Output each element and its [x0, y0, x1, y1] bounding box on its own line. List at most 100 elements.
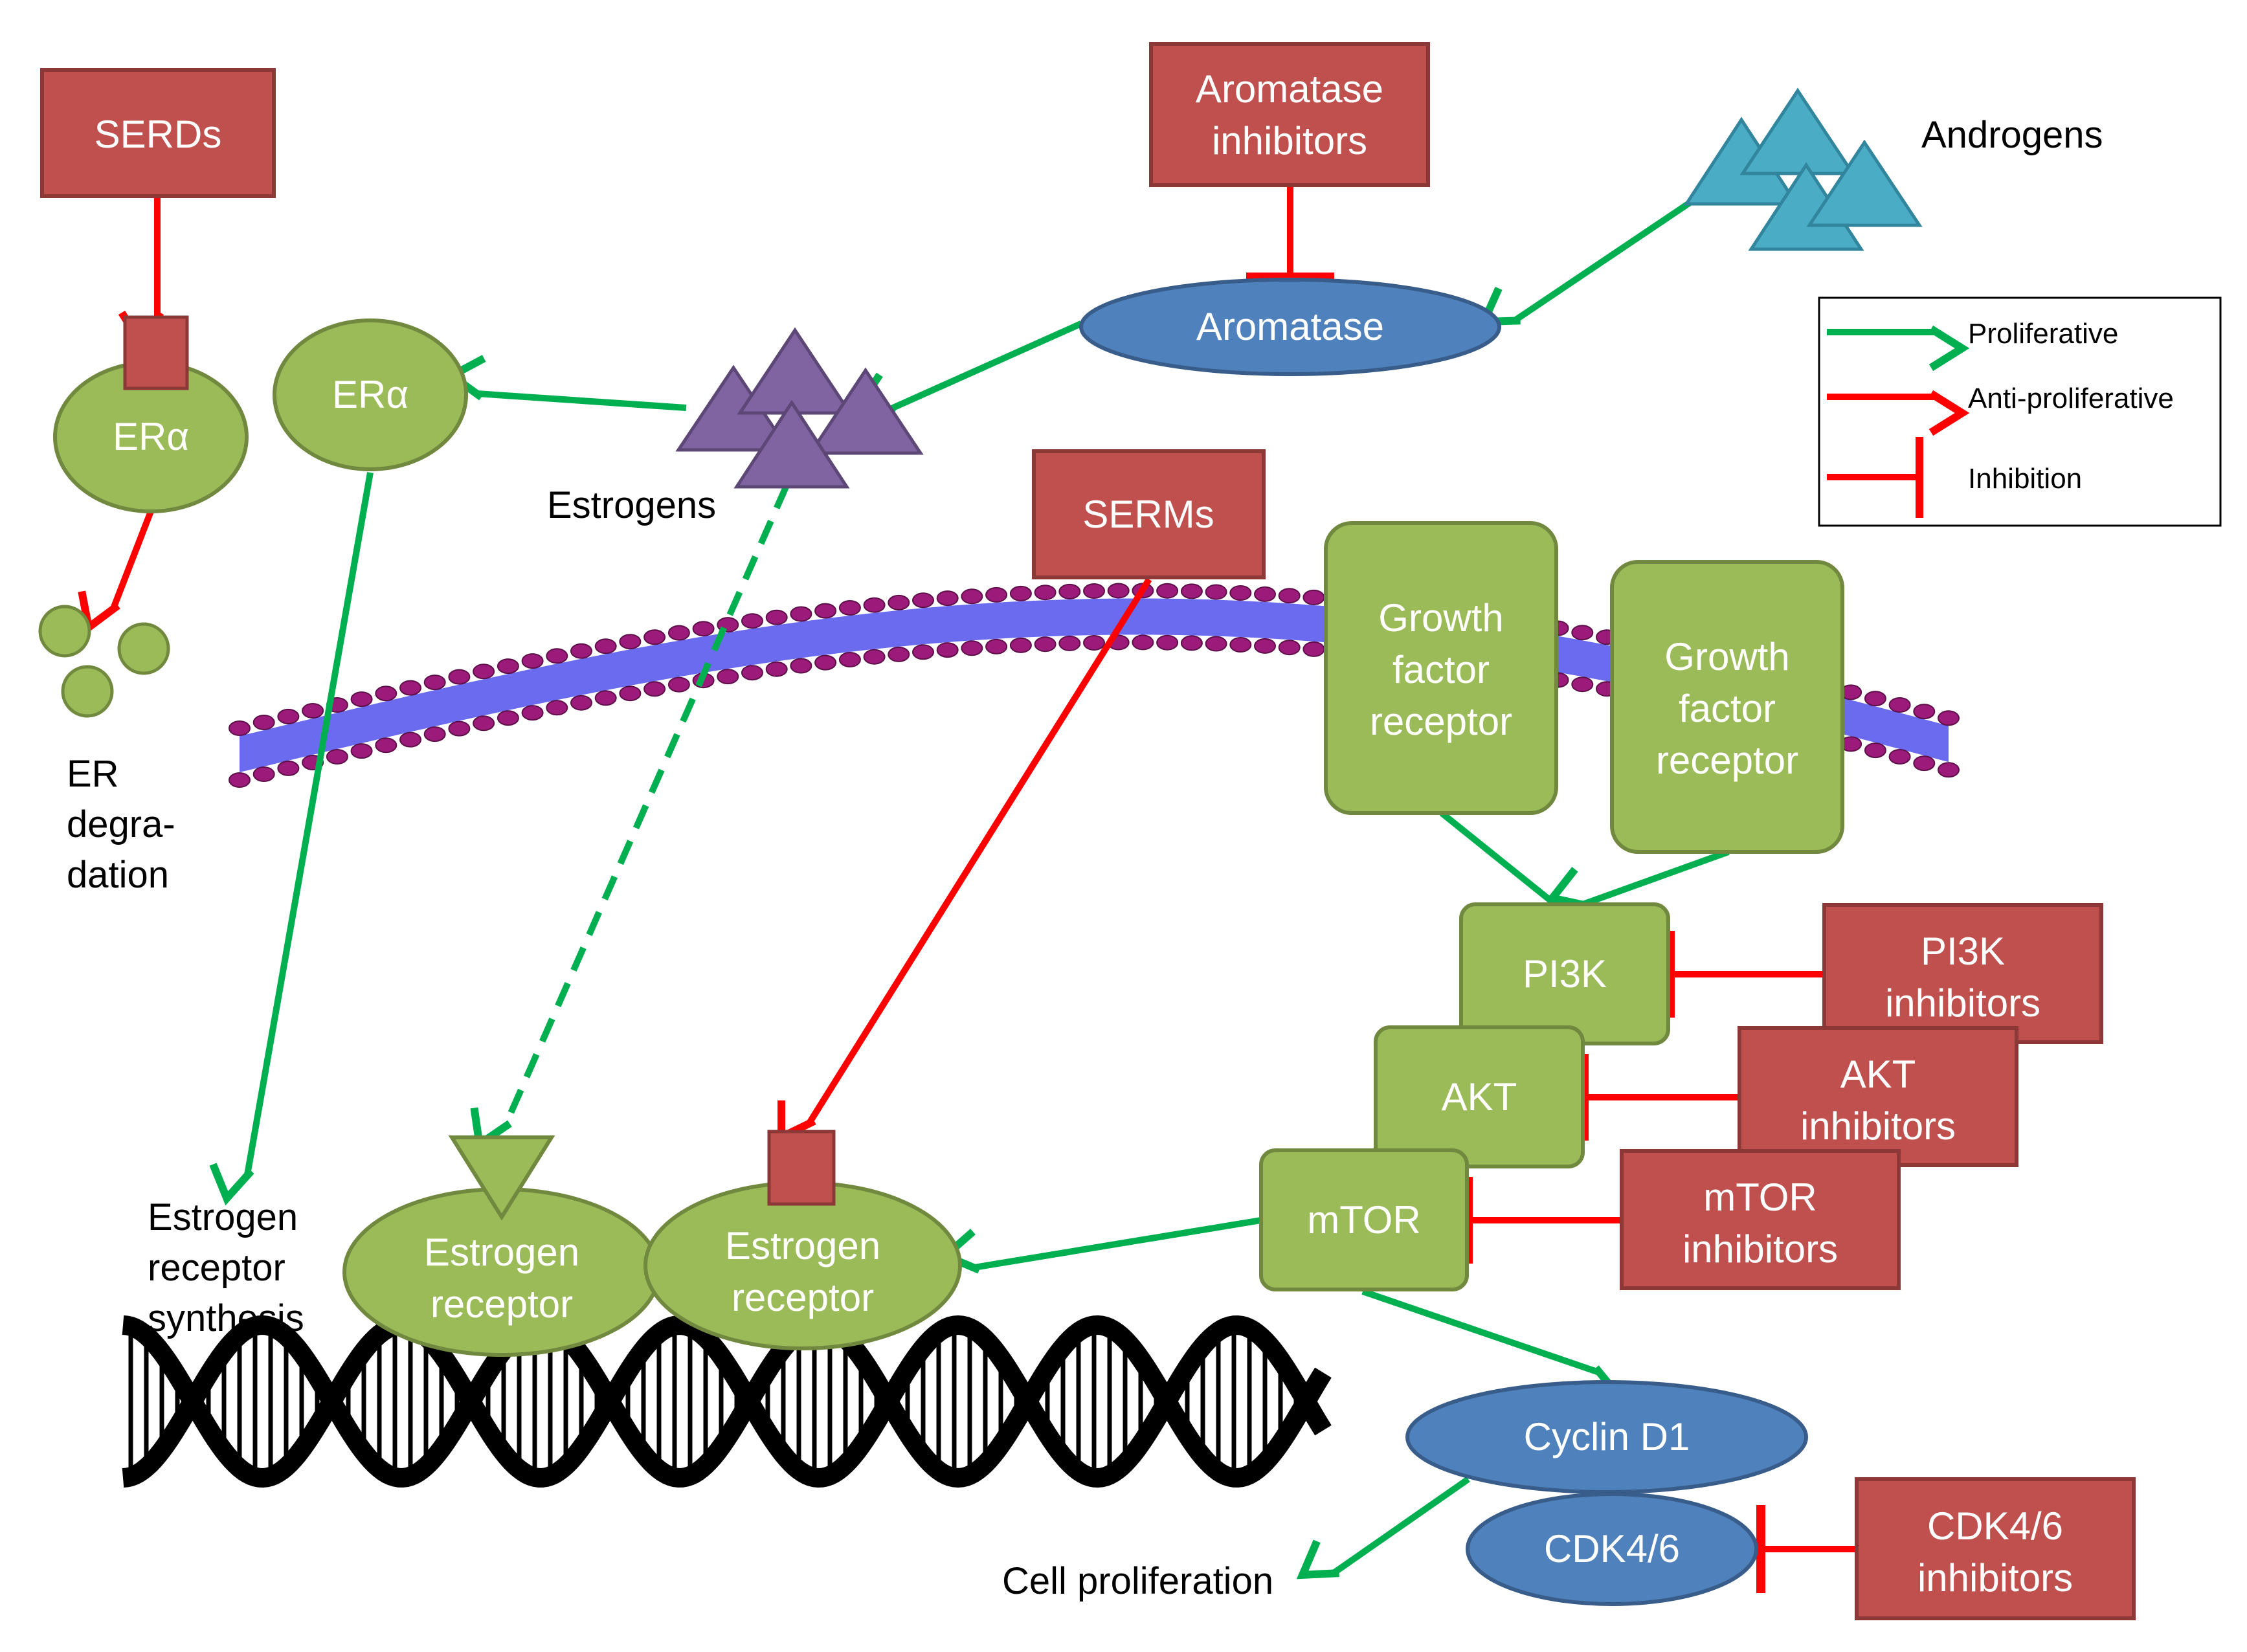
phospholipid-head	[570, 695, 592, 711]
phospholipid-head	[229, 720, 251, 736]
phospholipid-head	[619, 686, 642, 702]
phospholipid-head	[741, 665, 763, 681]
dna-strand-b	[122, 1315, 1332, 1488]
phospholipid-head	[790, 606, 812, 622]
serms-label: SERMs	[1082, 493, 1214, 536]
phospholipid-head	[1302, 641, 1325, 657]
aromatase-inhibitors-box: Aromatase inhibitors	[1149, 42, 1430, 187]
phospholipid-head	[888, 594, 910, 610]
phospholipid-head	[790, 658, 812, 674]
phospholipid-head	[1278, 588, 1301, 604]
phospholipid-head	[1913, 704, 1936, 720]
cdk46-inhibitors-box: CDK4/6 inhibitors	[1855, 1477, 2136, 1620]
phospholipid-head	[985, 638, 1008, 654]
era-center-label: ERα	[332, 373, 408, 416]
phospholipid-head	[1034, 585, 1056, 601]
phospholipid-head	[448, 720, 471, 737]
phospholipid-head	[1278, 640, 1301, 656]
arrow-estrogens-to-receptor	[470, 484, 790, 1151]
phospholipid-head	[1156, 583, 1179, 599]
arrow-androgens-to-aromatase	[1477, 197, 1695, 326]
phospholipid-head	[1205, 636, 1227, 652]
dna-strand-a	[122, 1315, 1332, 1488]
phospholipid-head	[399, 680, 421, 696]
phospholipid-head	[594, 638, 617, 654]
mtor-inhibitors-line1: mTOR	[1703, 1176, 1817, 1219]
phospholipid-head	[1938, 762, 1960, 778]
mtor-node: mTOR	[1259, 1148, 1469, 1291]
phospholipid-head	[1229, 637, 1252, 653]
arrow-mtor-to-receptor	[938, 1217, 1262, 1274]
serds-box: SERDs	[40, 68, 276, 198]
mtor-inhibitors-box: mTOR inhibitors	[1620, 1149, 1901, 1290]
cyclin-d1-node: Cyclin D1	[1405, 1380, 1808, 1494]
serds-label: SERDs	[95, 113, 222, 156]
aromatase-inhibitors-line1: Aromatase	[1196, 67, 1383, 111]
gfr1-line1: Growth	[1378, 596, 1503, 640]
phospholipid-head	[521, 705, 544, 721]
dna-helix	[122, 1315, 1332, 1488]
phospholipid-head	[1254, 638, 1276, 654]
phospholipid-head	[912, 592, 934, 608]
arrow-gfr1-to-pi3k	[1439, 810, 1571, 937]
androgens-triangles	[1683, 87, 1923, 251]
arrow-era-to-degradation	[78, 510, 154, 634]
akt-inhibitors-line1: AKT	[1840, 1053, 1916, 1096]
estrogen-receptor-2: Estrogen receptor	[643, 1130, 962, 1350]
phospholipid-head	[375, 686, 397, 702]
phospholipid-head	[619, 634, 642, 650]
er-synthesis-line1: Estrogen	[148, 1196, 298, 1238]
estrogen-receptor-1: Estrogen receptor	[342, 1135, 661, 1357]
phospholipid-head	[375, 737, 397, 753]
akt-inhibitors-line2: inhibitors	[1800, 1104, 1956, 1148]
era-left-label: ERα	[113, 415, 189, 458]
akt-inhibitors-box: AKT inhibitors	[1738, 1026, 2018, 1167]
phospholipid-head	[1083, 583, 1105, 599]
phospholipid-head	[1302, 589, 1325, 605]
phospholipid-head	[667, 676, 690, 693]
phospholipid-head	[1058, 583, 1081, 599]
phospholipid-head	[936, 642, 959, 658]
aromatase-inhibitors-line2: inhibitors	[1212, 119, 1367, 162]
cell-proliferation-label: Cell proliferation	[1002, 1560, 1273, 1602]
phospholipid-head	[643, 681, 666, 697]
akt-node: AKT	[1374, 1025, 1585, 1168]
pi3k-inhibitors-box: PI3K inhibitors	[1822, 903, 2103, 1044]
phospholipid-head	[1107, 583, 1130, 599]
phospholipid-head	[888, 646, 910, 662]
mtor-label: mTOR	[1307, 1198, 1421, 1242]
legend: Proliferative Anti-proliferative Inhibit…	[1818, 296, 2222, 527]
phospholipid-head	[1571, 625, 1594, 641]
phospholipid-head	[1180, 583, 1203, 599]
gfr1-line2: factor	[1392, 648, 1490, 691]
pi3k-inhibitors-line2: inhibitors	[1885, 981, 2040, 1025]
phospholipid-head	[277, 708, 300, 724]
phospholipid-head	[570, 643, 592, 659]
phospholipid-head	[1180, 635, 1203, 651]
phospholipid-head	[423, 675, 446, 691]
legend-inhibition-label: Inhibition	[1968, 463, 2082, 495]
phospholipid-head	[643, 629, 666, 645]
phospholipid-head	[838, 600, 861, 616]
er-degradation-line2: degra-	[67, 803, 175, 845]
aromatase-label: Aromatase	[1196, 305, 1384, 348]
phospholipid-head	[692, 621, 715, 637]
phospholipid-head	[1254, 586, 1276, 602]
phospholipid-head	[1083, 635, 1105, 651]
phospholipid-head	[1571, 676, 1594, 693]
estrogens-label: Estrogens	[547, 484, 716, 526]
phospholipid-head	[302, 703, 324, 719]
akt-label: AKT	[1442, 1075, 1517, 1119]
legend-proliferative-label: Proliferative	[1968, 318, 2118, 350]
growth-factor-receptor-1: Growth factor receptor	[1324, 521, 1558, 815]
serm-bound-square	[767, 1130, 836, 1206]
phospholipid-head	[961, 588, 983, 605]
arrow-cyclin-to-proliferation	[1296, 1476, 1470, 1579]
arrow-serms-to-receptor	[777, 577, 1152, 1144]
cdk46-label: CDK4/6	[1544, 1527, 1680, 1570]
phospholipid-head	[1913, 755, 1936, 772]
phospholipid-head	[961, 640, 983, 656]
era-center-node: ERα	[273, 318, 468, 471]
growth-factor-receptor-2: Growth factor receptor	[1610, 560, 1844, 854]
